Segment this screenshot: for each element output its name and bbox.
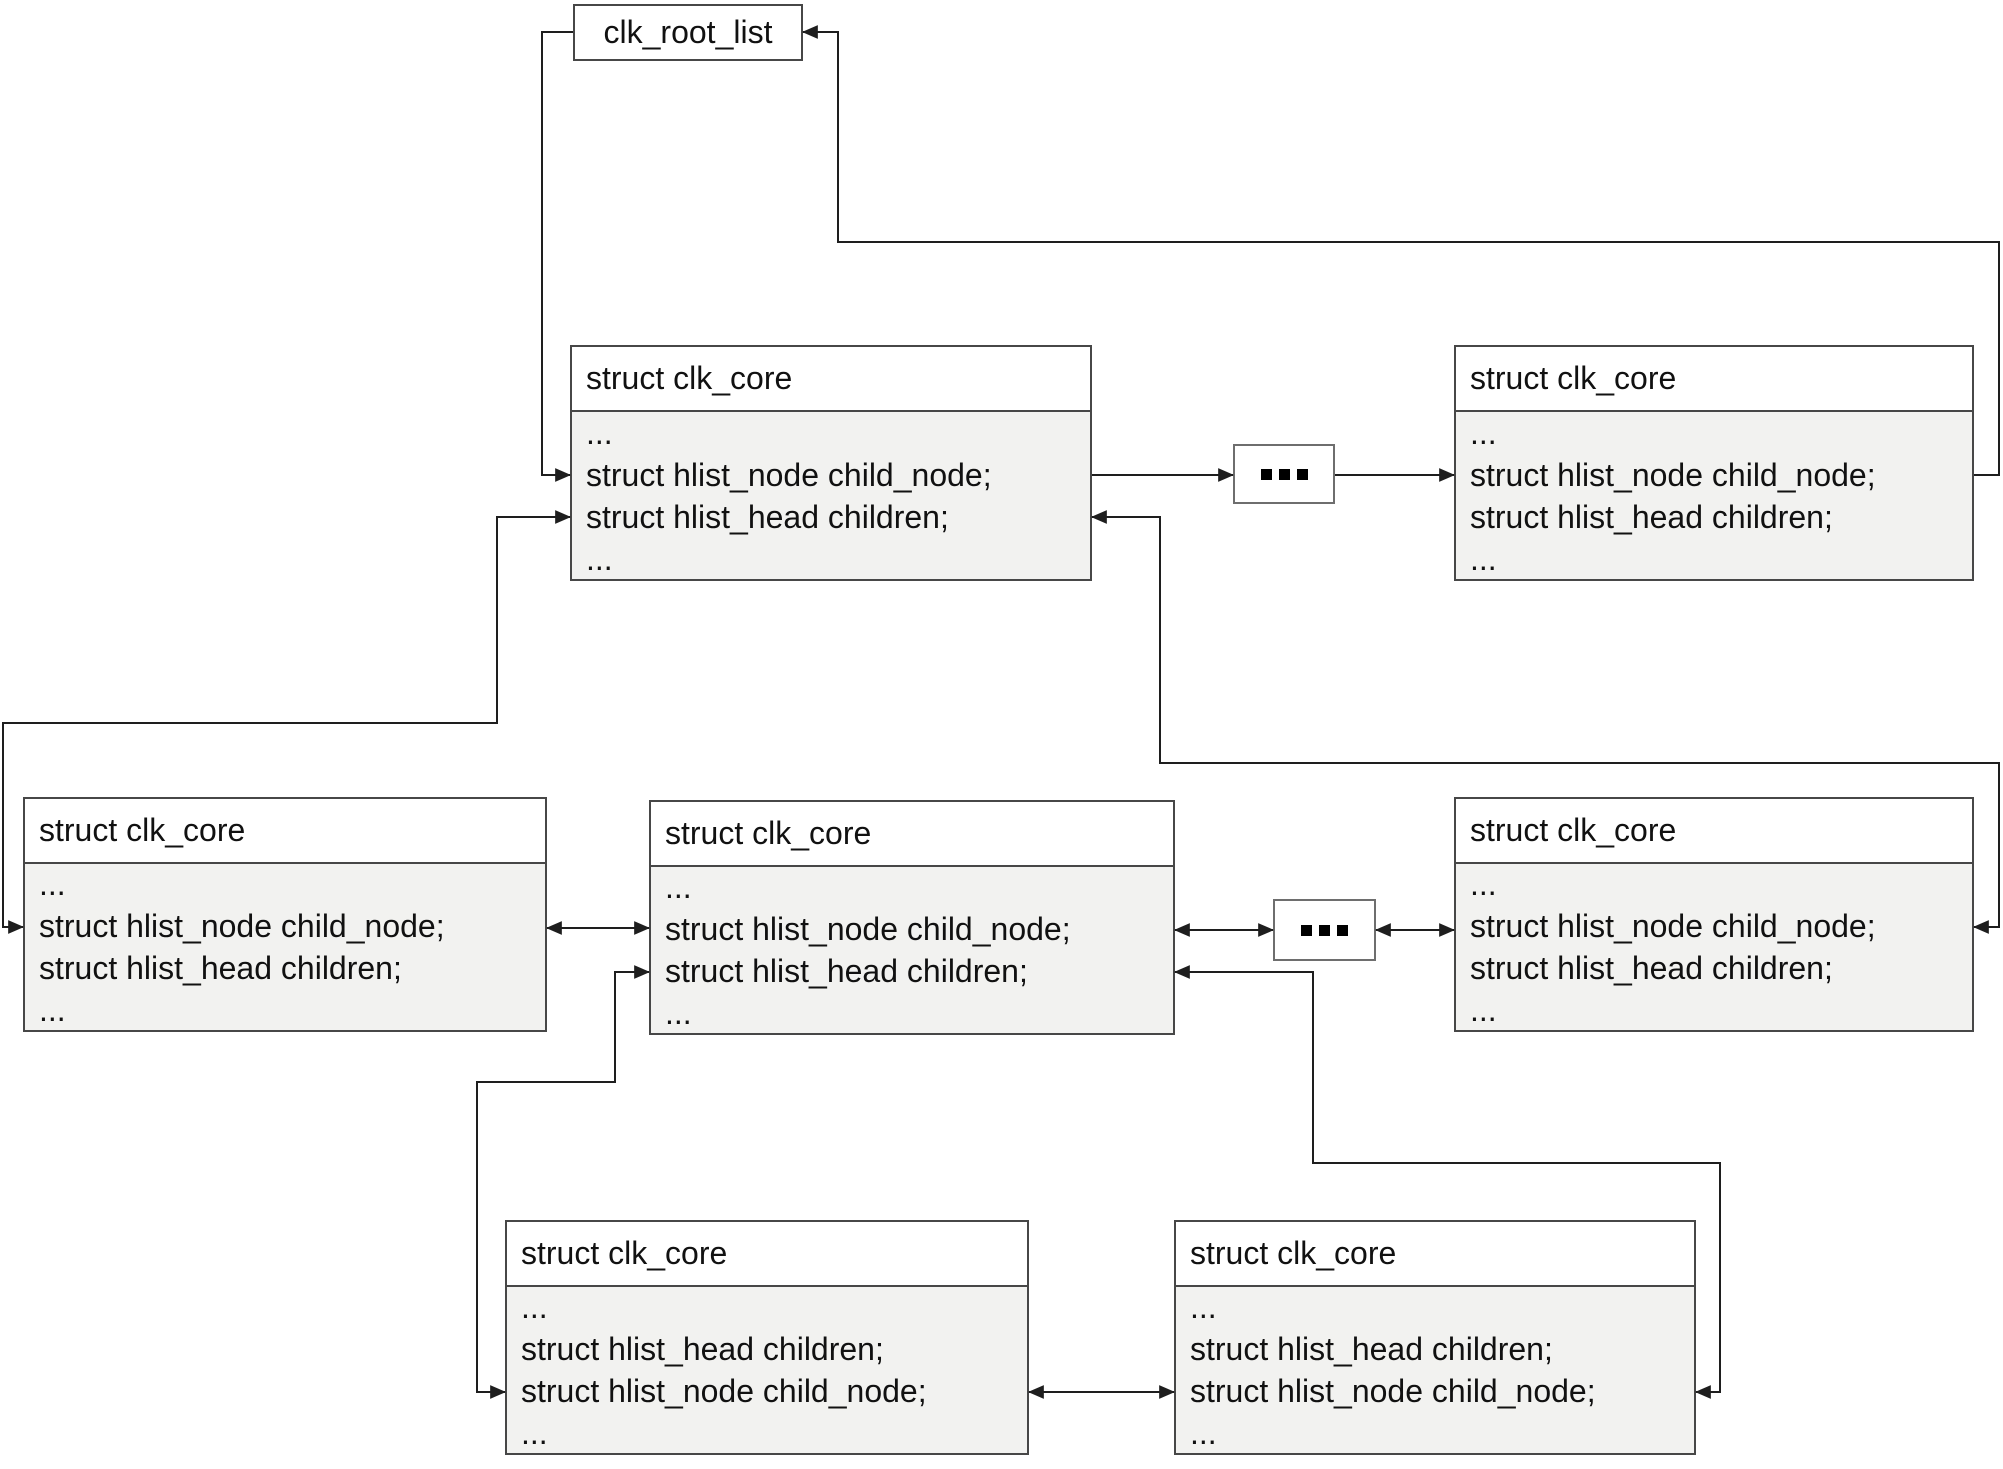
field-line: struct hlist_node child_node; xyxy=(586,456,992,493)
struct-clk-core-box-row2-middle: struct clk_core... struct hlist_node chil… xyxy=(649,800,1175,1035)
field-line: struct hlist_node child_node; xyxy=(521,1373,927,1409)
field-line: ... xyxy=(1190,1415,1217,1451)
field-line: struct hlist_head children; xyxy=(1470,950,1833,986)
struct-box-fields: ... struct hlist_head children; struct hli… xyxy=(1176,1287,1694,1453)
struct-clk-core-box-row3-left: struct clk_core... struct hlist_head chil… xyxy=(505,1220,1029,1455)
field-line: struct hlist_head children; xyxy=(1470,498,1833,535)
field-line: struct hlist_head children; xyxy=(39,950,402,986)
struct-box-fields: ... struct hlist_node child_node;struct h… xyxy=(572,412,1090,579)
ellipsis-dots-icon xyxy=(1260,468,1308,480)
field-line: ... xyxy=(521,1289,548,1325)
ellipsis-box-row2 xyxy=(1273,899,1376,961)
struct-box-title: struct clk_core xyxy=(1456,347,1972,412)
ellipsis-box-row1 xyxy=(1233,444,1335,504)
struct-box-title: struct clk_core xyxy=(1456,799,1972,864)
ellipsis-dots-icon xyxy=(1301,924,1348,936)
field-line: struct hlist_node child_node; xyxy=(1190,1373,1596,1409)
field-line: ... xyxy=(39,992,66,1028)
field-line: ... xyxy=(1470,866,1497,902)
field-line: ... xyxy=(586,414,613,451)
field-line: ... xyxy=(1470,540,1497,577)
struct-box-fields: ... struct hlist_head children; struct hli… xyxy=(507,1287,1027,1453)
field-line: struct hlist_node child_node; xyxy=(1470,908,1876,944)
struct-box-fields: ... struct hlist_node child_node;struct h… xyxy=(1456,412,1972,579)
struct-box-fields: ... struct hlist_node child_node;struct h… xyxy=(651,867,1173,1033)
struct-box-title: struct clk_core xyxy=(572,347,1090,412)
struct-clk-core-box-row1-right: struct clk_core... struct hlist_node chil… xyxy=(1454,345,1974,581)
field-line: ... xyxy=(1190,1289,1217,1325)
struct-box-fields: ... struct hlist_node child_node;struct h… xyxy=(25,864,545,1030)
connector-root-list-to-first-root-child-node xyxy=(541,31,573,482)
struct-clk-core-box-row1-left: struct clk_core... struct hlist_node chil… xyxy=(570,345,1092,581)
clk-root-list-label: clk_root_list xyxy=(603,14,773,50)
field-line: struct hlist_head children; xyxy=(665,953,1028,989)
field-line: ... xyxy=(1470,992,1497,1028)
field-line: struct hlist_head children; xyxy=(586,498,949,535)
field-line: struct hlist_node child_node; xyxy=(665,911,1071,947)
field-line: struct hlist_head children; xyxy=(1190,1331,1553,1367)
struct-box-fields: ... struct hlist_node child_node;struct h… xyxy=(1456,864,1972,1030)
clk-root-list-box: clk_root_list xyxy=(573,4,803,61)
field-line: ... xyxy=(521,1415,548,1451)
field-line: ... xyxy=(665,869,692,905)
struct-clk-core-box-row2-right: struct clk_core... struct hlist_node chil… xyxy=(1454,797,1974,1032)
struct-box-title: struct clk_core xyxy=(25,799,545,864)
struct-box-title: struct clk_core xyxy=(1176,1222,1694,1287)
field-line: ... xyxy=(1470,414,1497,451)
struct-box-title: struct clk_core xyxy=(507,1222,1027,1287)
struct-box-title: struct clk_core xyxy=(651,802,1173,867)
struct-clk-core-box-row2-left: struct clk_core... struct hlist_node chil… xyxy=(23,797,547,1032)
field-line: struct hlist_node child_node; xyxy=(1470,456,1876,493)
field-line: ... xyxy=(665,995,692,1031)
field-line: struct hlist_node child_node; xyxy=(39,908,445,944)
field-line: ... xyxy=(586,540,613,577)
field-line: ... xyxy=(39,866,66,902)
field-line: struct hlist_head children; xyxy=(521,1331,884,1367)
struct-clk-core-box-row3-right: struct clk_core... struct hlist_head chil… xyxy=(1174,1220,1696,1455)
